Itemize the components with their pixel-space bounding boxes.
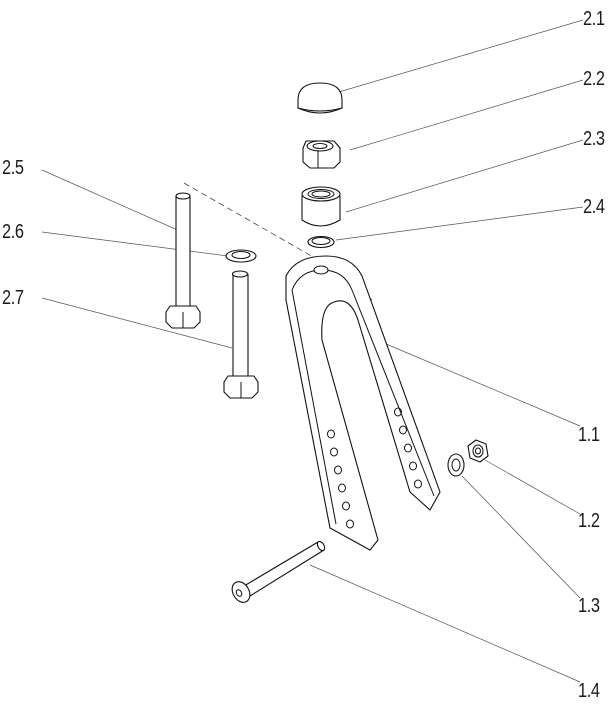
callout-2-5: 2.5 (2, 157, 24, 179)
leader-2-5 (41, 169, 183, 233)
callout-1-3: 1.3 (578, 595, 600, 617)
part-2-4-washer (307, 235, 335, 249)
callout-1-2: 1.2 (578, 510, 600, 532)
leader-lines (41, 19, 584, 683)
part-2-2-nut (302, 140, 341, 169)
leader-2-3 (345, 139, 584, 213)
callout-2-2: 2.2 (583, 68, 605, 90)
leader-2-2 (349, 79, 584, 151)
part-2-3-bushing (301, 186, 341, 227)
callout-1-1: 1.1 (578, 424, 600, 446)
fork-right-arm-holes (394, 407, 422, 489)
leader-2-4 (335, 206, 584, 241)
leader-2-1 (321, 19, 584, 98)
fork-left-arm-holes (330, 447, 354, 529)
part-2-1-cap (297, 82, 343, 114)
leader-1-4 (309, 564, 581, 683)
leader-1-1 (371, 337, 581, 427)
part-2-7-bolt (223, 270, 259, 399)
assembly-axis-top (183, 182, 323, 263)
callout-2-7: 2.7 (2, 287, 24, 309)
callout-2-4: 2.4 (583, 196, 605, 218)
callout-1-4: 1.4 (578, 680, 600, 702)
leader-2-6 (41, 231, 229, 257)
callout-2-6: 2.6 (2, 221, 24, 243)
part-1-2-nut (467, 439, 489, 463)
leader-1-2 (484, 459, 581, 515)
leader-2-7 (41, 297, 233, 349)
part-2-5-bolt (165, 192, 201, 329)
callout-2-3: 2.3 (583, 128, 605, 150)
callout-2-1: 2.1 (583, 8, 605, 30)
part-2-6-washer (225, 249, 257, 263)
part-1-1-fork (285, 255, 441, 551)
part-1-3-washer (447, 453, 465, 477)
leader-1-3 (461, 475, 581, 599)
part-1-4-pin (231, 540, 326, 603)
